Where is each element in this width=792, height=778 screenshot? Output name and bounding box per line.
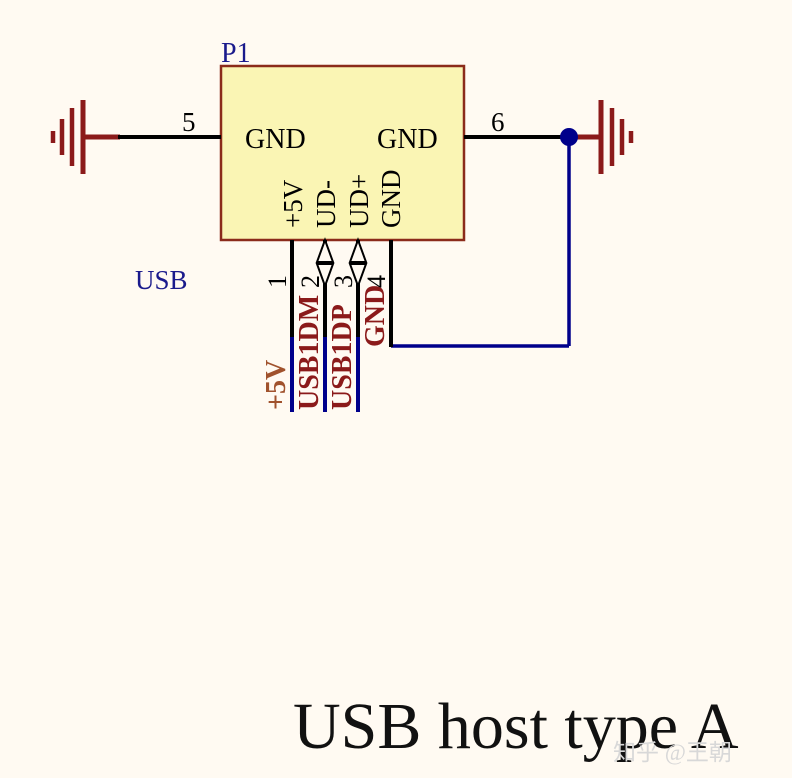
pin-number-4: 4 — [362, 275, 391, 288]
net-label-gnd[interactable]: GND — [360, 285, 391, 347]
watermark: 知乎 @王朝 — [613, 740, 732, 765]
pin-number-5: 5 — [182, 107, 196, 137]
inner-pin-name-5v: +5V — [278, 179, 308, 228]
net-label-5v[interactable]: +5V — [261, 360, 292, 410]
ground-symbol-right[interactable] — [569, 100, 634, 174]
inner-pin-name-udp: UD+ — [344, 174, 374, 228]
pin-number-3: 3 — [329, 275, 358, 288]
inner-pin-name-udm: UD- — [311, 180, 341, 228]
component-designator-p1: P1 — [221, 38, 251, 69]
pin-marker-bidirectional-2 — [315, 237, 335, 289]
net-label-usb1dp[interactable]: USB1DP — [327, 304, 358, 410]
pin-number-1: 1 — [263, 275, 292, 288]
inner-pin-name-left-gnd: GND — [245, 124, 306, 155]
diagram-title: USB host type A — [293, 690, 739, 763]
net-label-usb1dm[interactable]: USB1DM — [294, 295, 325, 410]
ground-symbol-left[interactable] — [50, 100, 120, 174]
inner-pin-name-right-gnd: GND — [377, 124, 438, 155]
junction-dot — [560, 128, 578, 146]
group-label-usb: USB — [135, 265, 188, 295]
component-body-p1[interactable] — [219, 64, 466, 242]
pin-number-2: 2 — [296, 275, 325, 288]
pin-marker-bidirectional-3 — [348, 237, 368, 289]
pin-number-6: 6 — [491, 107, 505, 137]
inner-pin-name-gnd-bottom: GND — [376, 170, 406, 229]
